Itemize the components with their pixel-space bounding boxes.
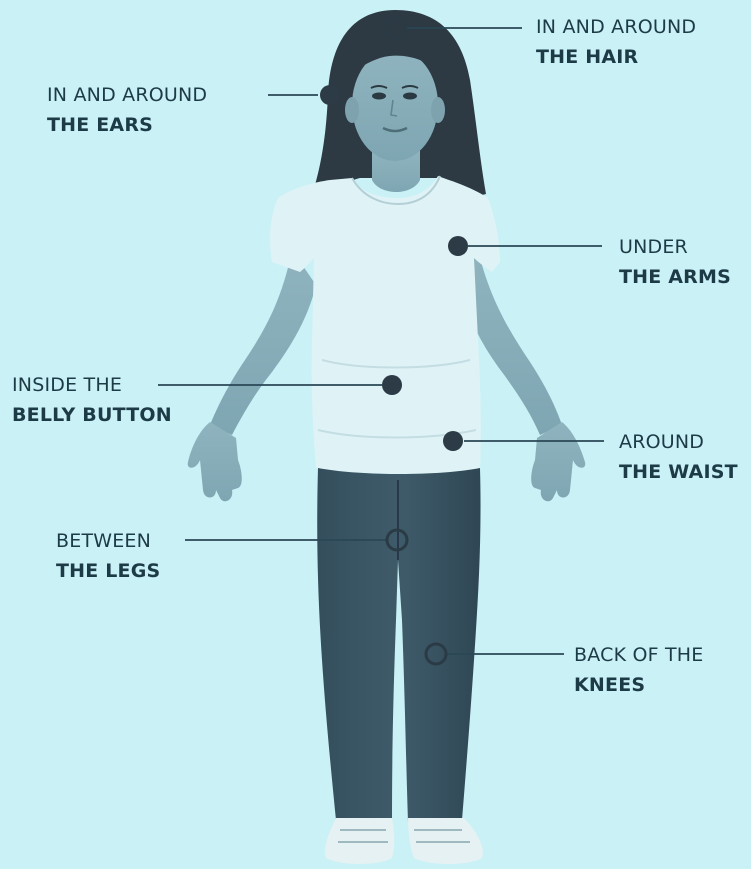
label-knees: BACK OF THE KNEES [574, 640, 704, 700]
label-belly-line2: BELLY BUTTON [12, 400, 172, 430]
right-hand [531, 422, 585, 501]
label-arms-line1: UNDER [619, 232, 731, 262]
label-waist: AROUND THE WAIST [619, 427, 738, 487]
marker-arms [448, 236, 468, 256]
label-legs-line1: BETWEEN [56, 526, 160, 556]
label-arms-line2: THE ARMS [619, 262, 731, 292]
marker-belly [382, 375, 402, 395]
label-waist-line2: THE WAIST [619, 457, 738, 487]
label-knees-line2: KNEES [574, 670, 704, 700]
label-belly: INSIDE THE BELLY BUTTON [12, 370, 172, 430]
label-belly-line1: INSIDE THE [12, 370, 172, 400]
label-hair-line2: THE HAIR [536, 42, 696, 72]
marker-ears [320, 85, 340, 105]
face [352, 49, 438, 161]
right-ear [431, 97, 445, 123]
label-hair-line1: IN AND AROUND [536, 12, 696, 42]
left-hand [188, 422, 242, 501]
label-legs: BETWEEN THE LEGS [56, 526, 160, 586]
label-arms: UNDER THE ARMS [619, 232, 731, 292]
marker-waist [443, 431, 463, 451]
label-waist-line1: AROUND [619, 427, 738, 457]
left-ear [345, 97, 359, 123]
shirt [270, 176, 500, 474]
left-arm [210, 250, 316, 435]
label-knees-line1: BACK OF THE [574, 640, 704, 670]
label-ears: IN AND AROUND THE EARS [47, 80, 207, 140]
label-legs-line2: THE LEGS [56, 556, 160, 586]
label-ears-line1: IN AND AROUND [47, 80, 207, 110]
label-hair: IN AND AROUND THE HAIR [536, 12, 696, 72]
label-ears-line2: THE EARS [47, 110, 207, 140]
